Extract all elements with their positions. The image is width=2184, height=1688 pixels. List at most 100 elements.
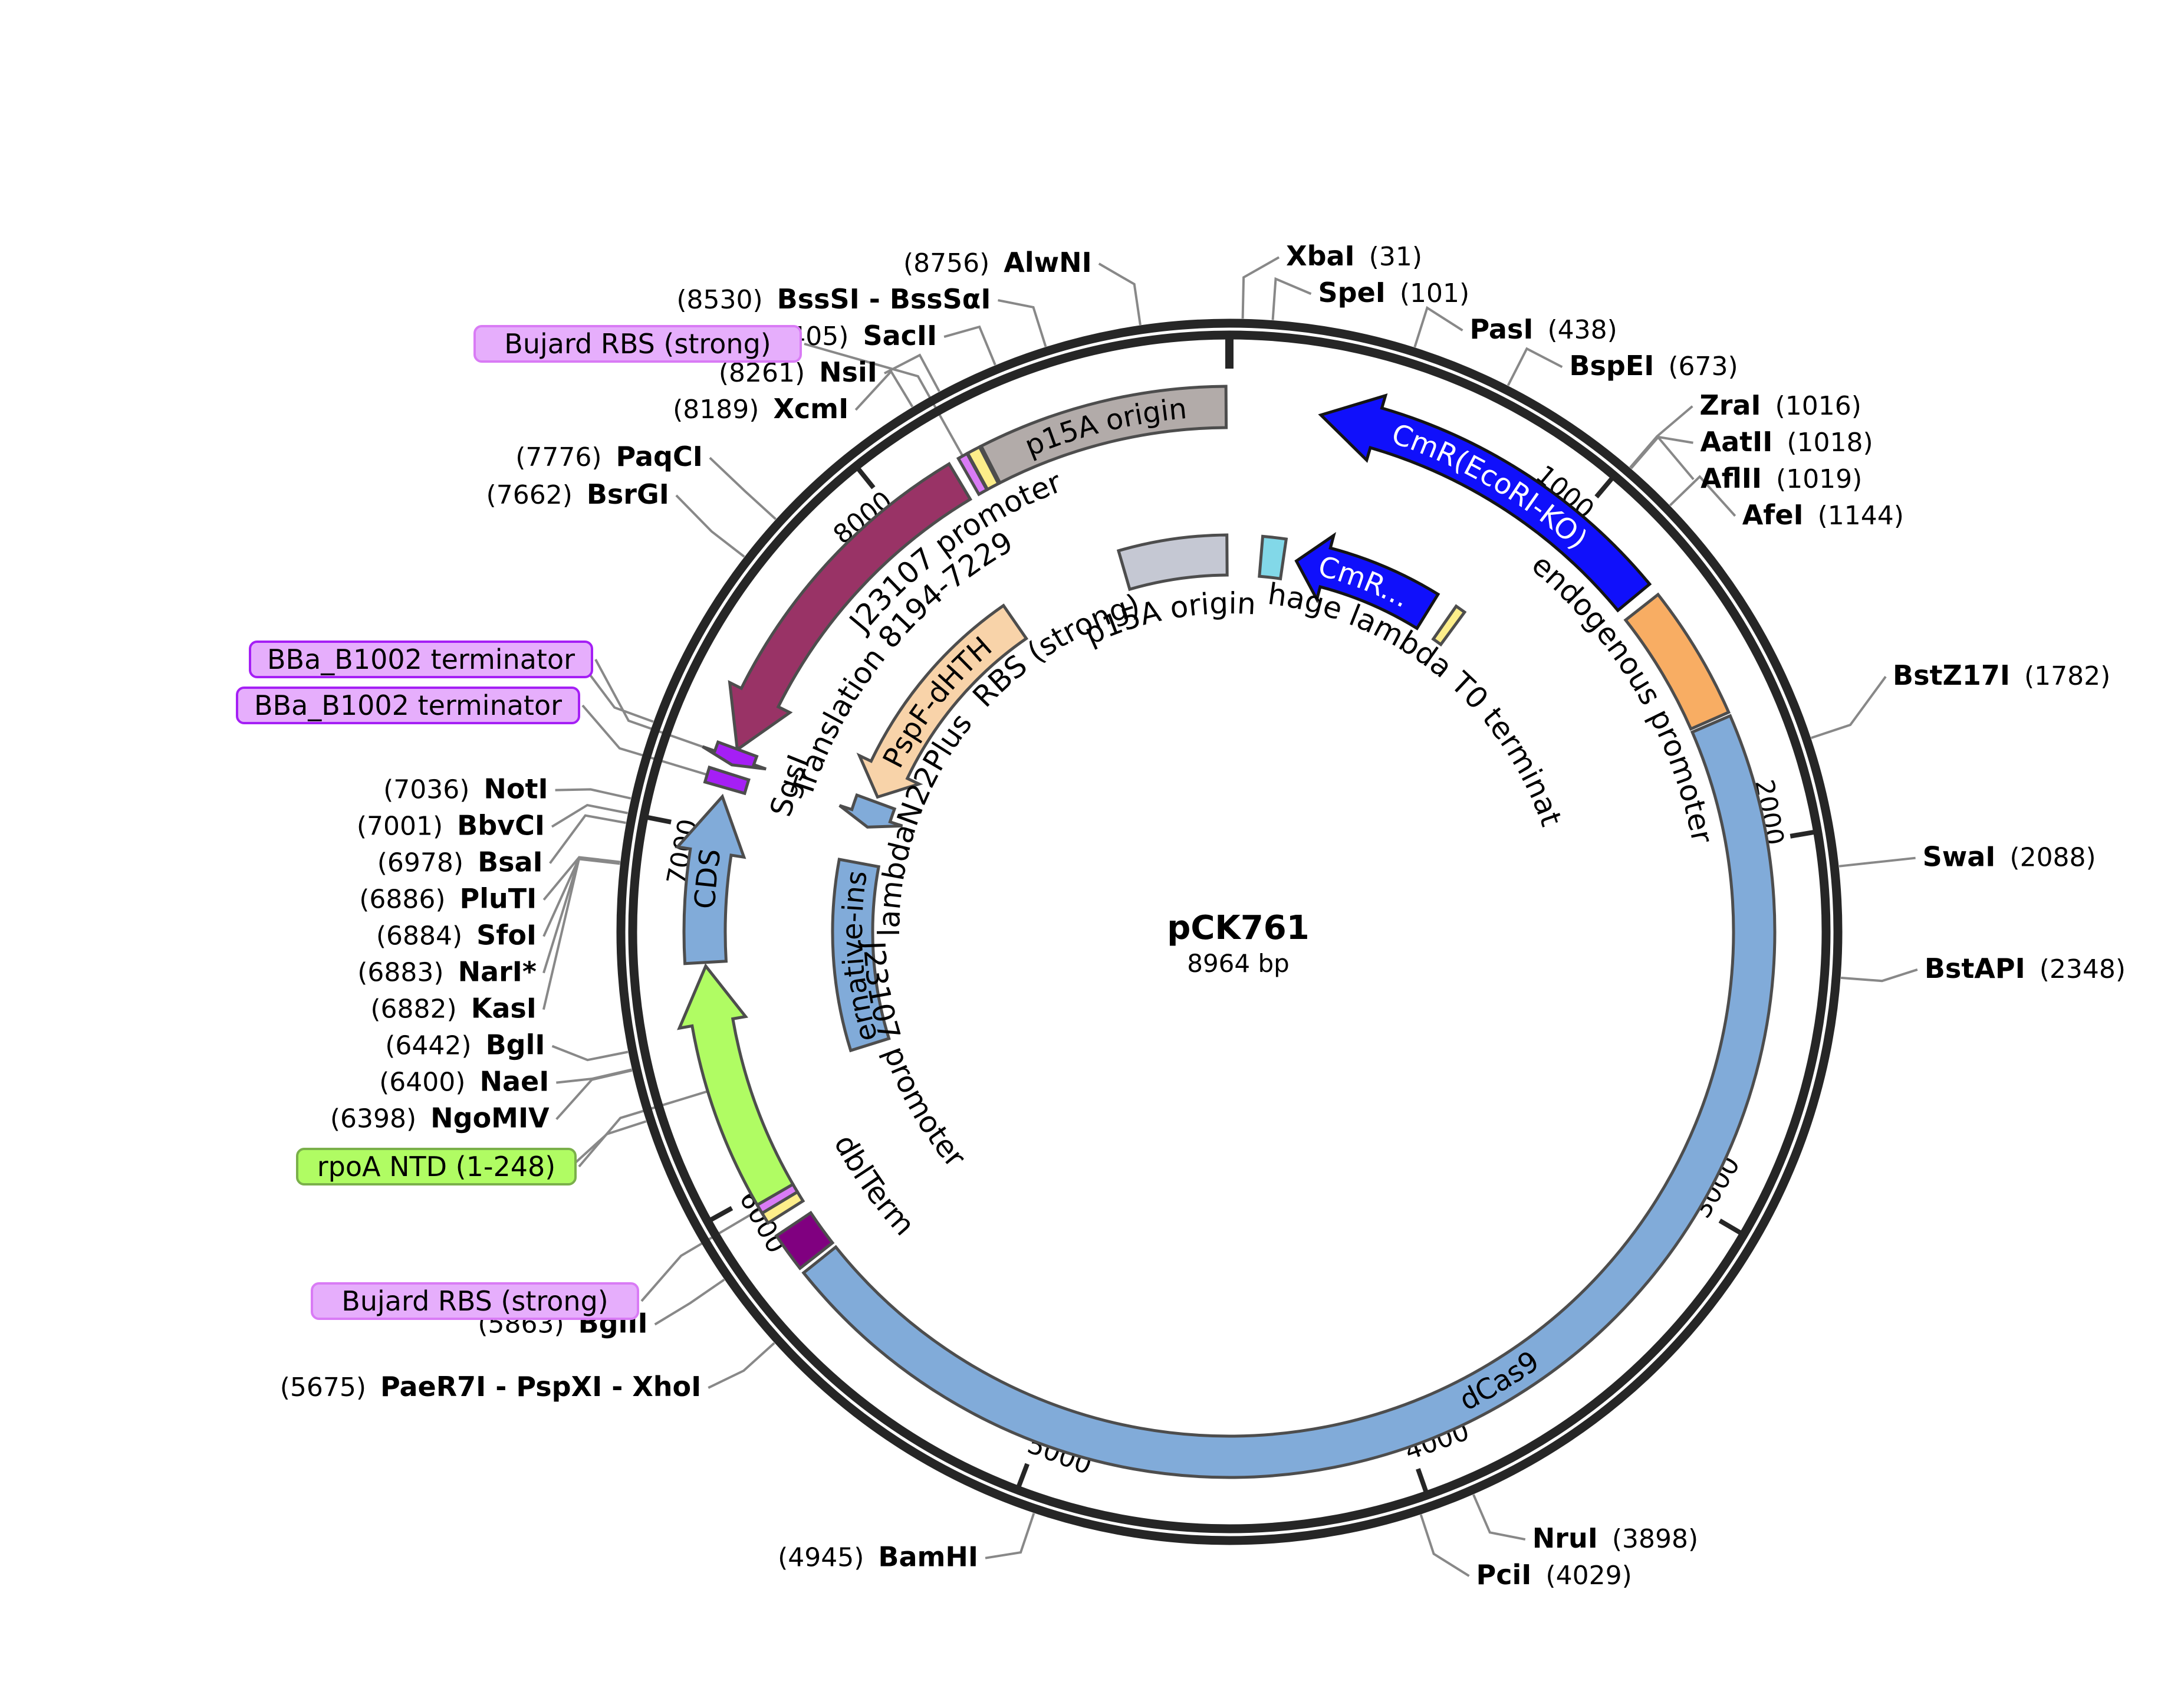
feature-shape-sgsi-feature[interactable] <box>702 740 767 771</box>
site-sfoi[interactable]: (6884)SfoI <box>376 919 537 951</box>
site-pasi[interactable]: PasI(438) <box>1469 313 1617 345</box>
site-label[interactable]: AfeI(1144) <box>1742 499 1904 531</box>
site-label[interactable]: (5675)PaeR7I - PspXI - XhoI <box>280 1371 702 1403</box>
feature-shape-phage-lambda-t0-terminator[interactable] <box>1431 604 1467 647</box>
site-bsai[interactable]: (6978)BsaI <box>377 846 543 878</box>
callout-bujard-rbs-strong[interactable]: Bujard RBS (strong) <box>311 1282 639 1320</box>
feature-shape-dcas9[interactable] <box>801 714 1777 1479</box>
site-xcmi[interactable]: (8189)XcmI <box>673 393 848 425</box>
site-label[interactable]: BstAPI(2348) <box>1925 953 2126 984</box>
site-label[interactable]: SwaI(2088) <box>1923 841 2096 873</box>
feature-j23107-promoter-outer[interactable] <box>965 445 1001 492</box>
feature-inner-cyan-box[interactable] <box>1258 534 1288 581</box>
site-pluti[interactable]: (6886)PluTI <box>359 883 537 915</box>
site-label[interactable]: BstZ17I(1782) <box>1893 659 2110 691</box>
site-label[interactable]: (7036)NotI <box>383 773 548 805</box>
feature-p15a-origin-outer[interactable]: p15A origin <box>979 385 1228 485</box>
site-kasi[interactable]: (6882)KasI <box>370 993 537 1024</box>
site-label[interactable]: (7662)BsrGI <box>486 478 669 510</box>
site-aatii[interactable]: AatII(1018) <box>1701 426 1873 458</box>
site-bstapi[interactable]: BstAPI(2348) <box>1925 953 2126 984</box>
site-paqci[interactable]: (7776)PaqCI <box>515 441 703 472</box>
site-label[interactable]: (7776)PaqCI <box>515 441 703 472</box>
site-noti[interactable]: (7036)NotI <box>383 773 548 805</box>
feature-shape-j23107-promoter-bottom[interactable] <box>760 1190 805 1226</box>
callout-bba-b1002-terminator[interactable]: BBa_B1002 terminator <box>249 641 593 678</box>
site-bsrgi[interactable]: (7662)BsrGI <box>486 478 669 510</box>
site-label[interactable]: (6400)NaeI <box>379 1066 549 1098</box>
feature-shape-cmr-ecori-ko[interactable] <box>1318 393 1652 613</box>
feature-j23107-promoter-bottom[interactable] <box>760 1190 805 1226</box>
feature-sgsi-feature[interactable] <box>702 740 767 771</box>
site-naei[interactable]: (6400)NaeI <box>379 1066 549 1098</box>
feature-dblterm[interactable] <box>774 1210 835 1270</box>
site-bgli[interactable]: (6442)BglI <box>385 1029 545 1061</box>
feature-shape-cds[interactable] <box>675 793 746 965</box>
feature-shape-alternative-insert[interactable] <box>831 858 891 1053</box>
site-bstz17i[interactable]: BstZ17I(1782) <box>1893 659 2110 691</box>
feature-lambdan22plus[interactable] <box>838 793 903 829</box>
site-label[interactable]: PciI(4029) <box>1476 1559 1632 1591</box>
site-label[interactable]: (6884)SfoI <box>376 919 537 951</box>
site-label[interactable]: (7001)BbvCI <box>357 810 545 842</box>
feature-shape-rpoa-ntd[interactable] <box>677 963 795 1207</box>
site-label[interactable]: BspEI(673) <box>1569 350 1738 382</box>
site-swai[interactable]: SwaI(2088) <box>1923 841 2096 873</box>
site-nrui[interactable]: NruI(3898) <box>1532 1522 1698 1554</box>
site-label[interactable]: (8756)AlwNI <box>903 247 1092 278</box>
site-label[interactable]: (6883)NarI* <box>357 956 537 988</box>
site-label[interactable]: (8261)NsiI <box>719 356 877 388</box>
site-label[interactable]: (4945)BamHI <box>778 1541 978 1573</box>
feature-bujard-rbs-top[interactable] <box>956 451 989 497</box>
site-bspei[interactable]: BspEI(673) <box>1569 350 1738 382</box>
site-label[interactable]: (6886)PluTI <box>359 883 537 915</box>
site-bsssi-bsss-i[interactable]: (8530)BssSI - BssSαI <box>676 283 991 315</box>
site-aflii[interactable]: AflII(1019) <box>1701 462 1862 494</box>
callout-bujard-rbs-strong[interactable]: Bujard RBS (strong) <box>473 325 802 363</box>
feature-endogenous-promoter[interactable] <box>1623 592 1731 731</box>
feature-shape-inner-cyan-box[interactable] <box>1258 534 1288 581</box>
site-label[interactable]: SpeI(101) <box>1318 277 1470 308</box>
site-label[interactable]: (8189)XcmI <box>673 393 848 425</box>
site-afei[interactable]: AfeI(1144) <box>1742 499 1904 531</box>
site-label[interactable]: (6882)KasI <box>370 993 537 1024</box>
site-ngomiv[interactable]: (6398)NgoMIV <box>330 1102 550 1134</box>
site-label[interactable]: XbaI(31) <box>1286 240 1422 272</box>
site-label[interactable]: (6442)BglI <box>385 1029 545 1061</box>
site-label[interactable]: (6398)NgoMIV <box>330 1102 550 1134</box>
feature-shape-p15a-origin-outer[interactable] <box>979 385 1228 485</box>
feature-p15a-origin-inner[interactable] <box>1116 533 1229 592</box>
site-label[interactable]: (6978)BsaI <box>377 846 543 878</box>
feature-shape-p15a-origin-inner[interactable] <box>1116 533 1229 592</box>
site-label[interactable]: ZraI(1016) <box>1699 389 1861 421</box>
site-nari[interactable]: (6883)NarI* <box>357 956 537 988</box>
site-label[interactable]: NruI(3898) <box>1532 1522 1698 1554</box>
site-zrai[interactable]: ZraI(1016) <box>1699 389 1861 421</box>
callout-bba-b1002-terminator[interactable]: BBa_B1002 terminator <box>236 687 580 724</box>
feature-shape-cmr-short[interactable] <box>1294 532 1440 630</box>
feature-translation-8194-7229[interactable] <box>728 462 973 753</box>
feature-cds[interactable]: CDS <box>675 793 746 965</box>
feature-shape-bba-b1002-terminator[interactable] <box>703 765 751 796</box>
feature-phage-lambda-t0-terminator[interactable] <box>1431 604 1467 647</box>
site-xbai[interactable]: XbaI(31) <box>1286 240 1422 272</box>
site-label[interactable]: (8530)BssSI - BssSαI <box>676 283 991 315</box>
site-label[interactable]: AflII(1019) <box>1701 462 1862 494</box>
site-bbvci[interactable]: (7001)BbvCI <box>357 810 545 842</box>
site-pcii[interactable]: PciI(4029) <box>1476 1559 1632 1591</box>
feature-shape-j23107-promoter-outer[interactable] <box>965 445 1001 492</box>
feature-shape-pspf-dhth[interactable] <box>856 603 1029 799</box>
feature-shape-bujard-rbs-top[interactable] <box>956 451 989 497</box>
site-nsii[interactable]: (8261)NsiI <box>719 356 877 388</box>
site-alwni[interactable]: (8756)AlwNI <box>903 247 1092 278</box>
feature-rpoa-ntd[interactable] <box>677 963 795 1207</box>
feature-shape-endogenous-promoter[interactable] <box>1623 592 1731 731</box>
site-bamhi[interactable]: (4945)BamHI <box>778 1541 978 1573</box>
feature-bba-b1002-terminator[interactable] <box>703 765 751 796</box>
site-spei[interactable]: SpeI(101) <box>1318 277 1470 308</box>
feature-dcas9[interactable]: dCas9 <box>801 714 1777 1479</box>
feature-shape-lambdan22plus[interactable] <box>838 793 903 829</box>
site-label[interactable]: PasI(438) <box>1469 313 1617 345</box>
site-paer7i-pspxi-xhoi[interactable]: (5675)PaeR7I - PspXI - XhoI <box>280 1371 702 1403</box>
callout-rpoa-ntd-1-248[interactable]: rpoA NTD (1-248) <box>296 1148 577 1185</box>
